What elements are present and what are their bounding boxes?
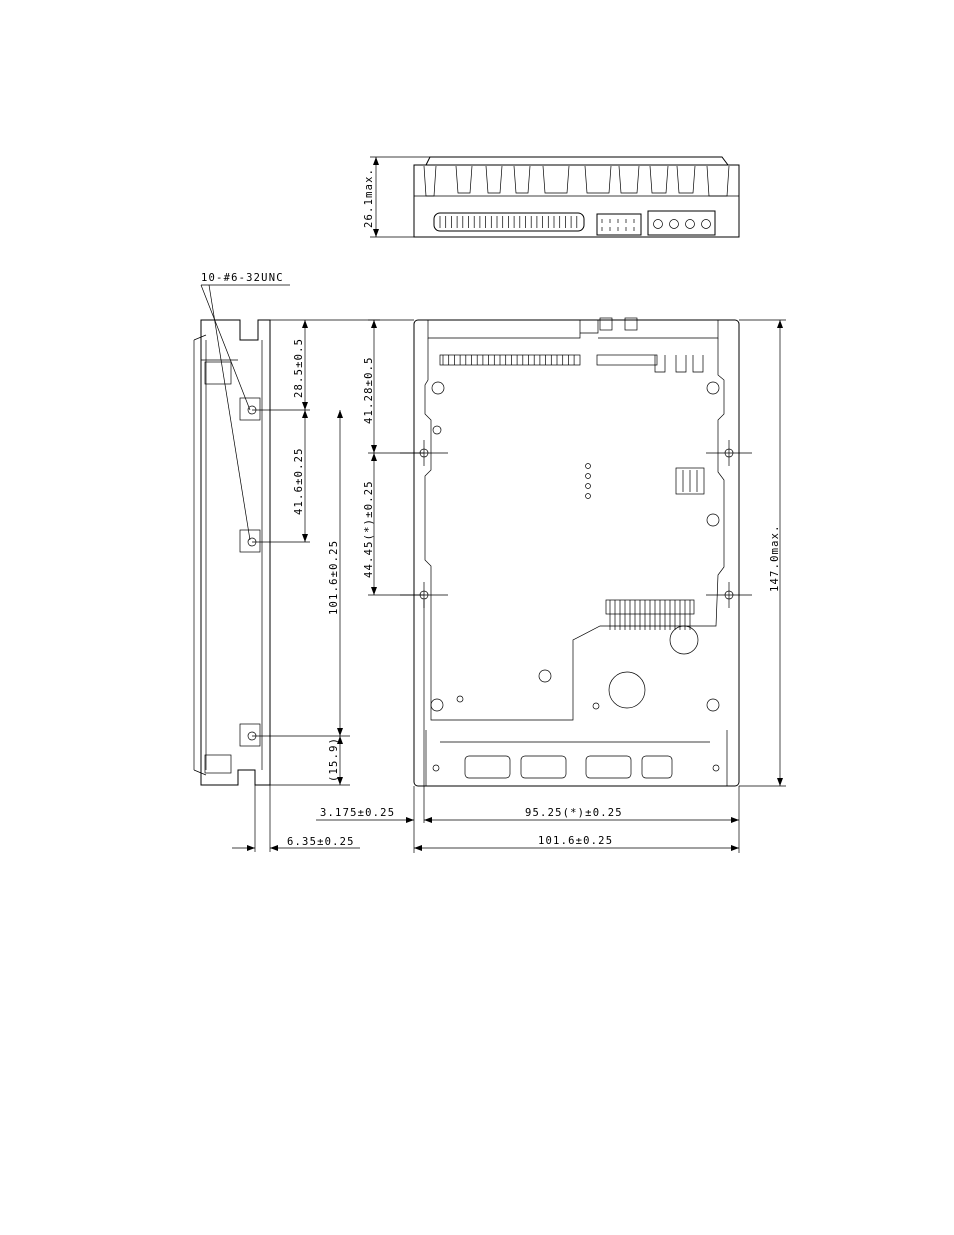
bottom-view: 41.28±0.5 44.45(*)±0.25 147.0max. 3.175±… (316, 317, 786, 853)
dim-height-max: 26.1max. (363, 168, 375, 228)
dim-bottom-hole-depth: 6.35±0.25 (287, 836, 355, 848)
dim-side-offset: 3.175±0.25 (320, 807, 395, 819)
dim-bottom-hole-spacing: 44.45(*)±0.25 (363, 480, 375, 578)
dim-front-to-hole: 28.5±0.5 (293, 338, 305, 398)
side-view: 10-#6-32UNC 28.5±0.5 41.6±0.2 (193, 272, 380, 852)
dim-bottom-hole-width: 95.25(*)±0.25 (525, 807, 623, 819)
dim-length-max: 147.0max. (769, 524, 781, 592)
connector-end-view: 26.1max. (363, 156, 740, 238)
dim-bottom-front-to-hole: 41.28±0.5 (363, 356, 375, 424)
screw-callout: 10-#6-32UNC (201, 272, 284, 284)
dim-rear-ref: (15.9) (328, 737, 340, 782)
dim-side-span: 101.6±0.25 (328, 540, 340, 615)
dim-side-hole-spacing: 41.6±0.25 (293, 447, 305, 515)
dim-overall-width: 101.6±0.25 (538, 835, 613, 847)
